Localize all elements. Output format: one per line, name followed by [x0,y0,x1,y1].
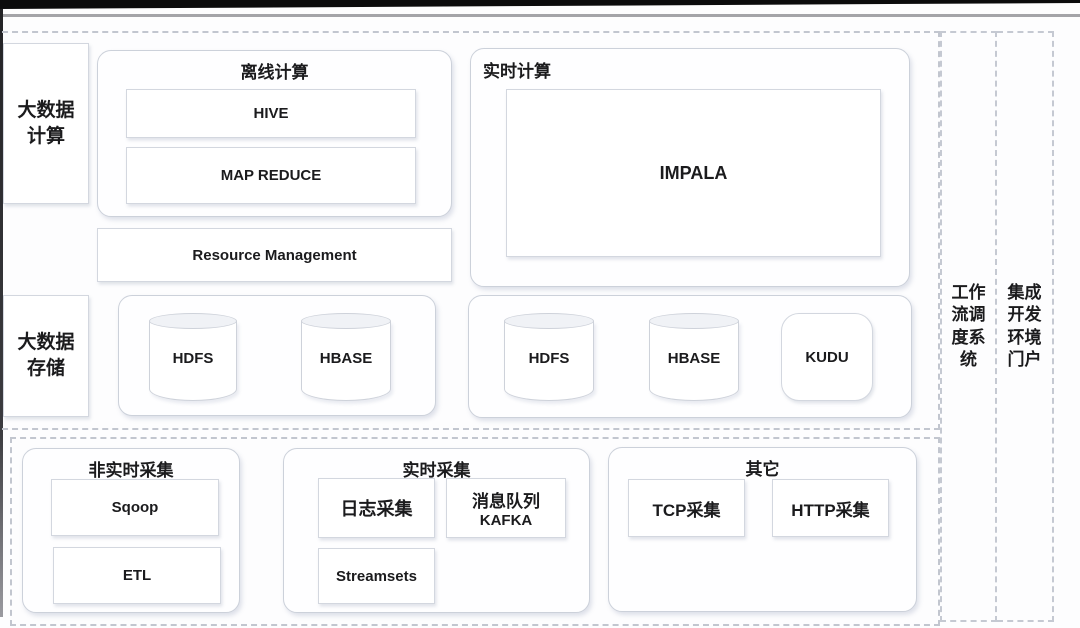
hdfs-cylinder: HDFS [504,313,594,401]
hbase-cylinder: HBASE [649,313,739,401]
hive-node: HIVE [126,89,416,138]
offline-computing-group: 离线计算 HIVE MAP REDUCE [97,50,452,217]
other-collection-group: 其它 TCP采集 HTTP采集 [608,447,917,612]
storage-row-label: 大数据 存储 [3,295,89,417]
cylinder-body [301,321,391,401]
kafka-node-line2: KAFKA [479,512,533,529]
data-collection-region [10,437,940,626]
kafka-node-line1: 消息队列 [472,492,540,511]
storage-row-label-line1: 大数据 [17,332,75,354]
kudu-node: KUDU [781,313,873,401]
storage-row-label-line2: 存储 [26,358,65,379]
mapreduce-node: MAP REDUCE [126,147,416,204]
hbase-cylinder: HBASE [301,313,391,401]
realtime-computing-group: 实时计算 IMPALA [470,48,910,287]
http-collection-node: HTTP采集 [772,479,889,537]
computing-row-label-line1: 大数据 [17,99,75,121]
workflow-scheduler-panel: 工作流调度系统 [940,31,997,622]
hdfs-label: HDFS [172,349,214,367]
big-data-platform-region [0,31,940,430]
batch-collection-group: 非实时采集 Sqoop ETL [22,448,240,613]
window-top-edge [0,0,1080,9]
cylinder-top [649,313,739,329]
streamsets-node: Streamsets [318,548,435,604]
other-collection-title: 其它 [745,460,780,479]
cylinder-body [149,321,237,401]
realtime-collection-title: 实时采集 [402,461,471,480]
cylinder-body [504,321,594,401]
hdfs-cylinder: HDFS [149,313,237,401]
cylinder-body [649,321,739,401]
realtime-computing-title: 实时计算 [483,62,551,81]
offline-storage-group: HDFS HBASE [118,295,436,416]
log-collection-node: 日志采集 [318,478,435,538]
computing-row-label-line2: 计算 [26,125,65,147]
cylinder-top [301,313,391,329]
hbase-label: HBASE [667,349,721,367]
window-left-edge [0,9,3,617]
etl-node: ETL [53,547,221,604]
ide-portal-panel: 集成开发环境门户 [997,31,1054,622]
batch-collection-title: 非实时采集 [88,461,174,480]
cylinder-top [149,313,237,329]
computing-row-label: 大数据 计算 [3,43,89,204]
hdfs-label: HDFS [528,349,570,367]
ide-portal-label: 集成开发环境门户 [1007,282,1042,369]
resource-management-node: Resource Management [97,228,452,282]
realtime-collection-group: 实时采集 日志采集 消息队列 KAFKA Streamsets [283,448,590,613]
cylinder-top [504,313,594,329]
realtime-storage-group: HDFS HBASE KUDU [468,295,912,418]
sqoop-node: Sqoop [51,479,219,536]
offline-computing-title: 离线计算 [240,63,309,82]
impala-node: IMPALA [506,89,881,257]
tcp-collection-node: TCP采集 [628,479,745,537]
kafka-node: 消息队列 KAFKA [446,478,566,538]
horizontal-divider-line [0,14,1080,17]
hbase-label: HBASE [319,349,373,367]
workflow-scheduler-label: 工作流调度系统 [951,282,986,369]
